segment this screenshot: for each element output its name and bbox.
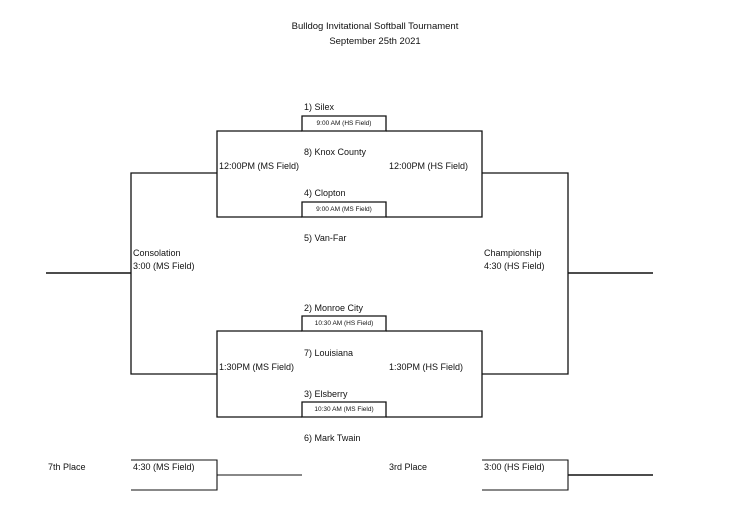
- consolation-bracket: [130, 172, 217, 375]
- team-van-far: 5) Van-Far: [304, 233, 347, 243]
- tournament-date: September 25th 2021: [329, 36, 421, 47]
- upper-winners-bracket: [386, 130, 483, 218]
- consolation-time: 3:00 (MS Field): [133, 261, 195, 271]
- consolation-label: Consolation: [133, 248, 181, 258]
- lower-winners-bracket: [386, 330, 483, 418]
- championship-bracket: [482, 172, 569, 375]
- lower-winners-time: 1:30PM (HS Field): [389, 362, 464, 372]
- upper-winners-time: 12:00PM (HS Field): [389, 161, 469, 171]
- team-elsberry: 3) Elsberry: [304, 389, 348, 399]
- third-place-time: 3:00 (HS Field): [484, 462, 545, 472]
- game-4-time: 10:30 AM (MS Field): [314, 406, 374, 413]
- game-1-time: 9:00 AM (HS Field): [316, 120, 372, 127]
- team-silex: 1) Silex: [304, 102, 335, 112]
- lower-consolation-time: 1:30PM (MS Field): [219, 362, 295, 372]
- game-2-time: 9:00 AM (MS Field): [316, 206, 372, 213]
- team-clopton: 4) Clopton: [304, 188, 346, 198]
- team-monroe-city: 2) Monroe City: [304, 303, 364, 313]
- game-3-time: 10:30 AM (HS Field): [314, 320, 374, 327]
- third-place-label: 3rd Place: [389, 462, 428, 472]
- team-mark-twain: 6) Mark Twain: [304, 433, 361, 443]
- seventh-place-time: 4:30 (MS Field): [133, 462, 195, 472]
- upper-consolation-time: 12:00PM (MS Field): [219, 161, 300, 171]
- team-louisiana: 7) Louisiana: [304, 348, 354, 358]
- lower-consolation-bracket: [216, 330, 302, 418]
- upper-consolation-bracket: [216, 130, 302, 218]
- tournament-title: Bulldog Invitational Softball Tournament: [291, 21, 459, 32]
- seventh-place-label: 7th Place: [48, 462, 86, 472]
- team-knox-county: 8) Knox County: [304, 147, 367, 157]
- championship-label: Championship: [484, 248, 542, 258]
- championship-time: 4:30 (HS Field): [484, 261, 545, 271]
